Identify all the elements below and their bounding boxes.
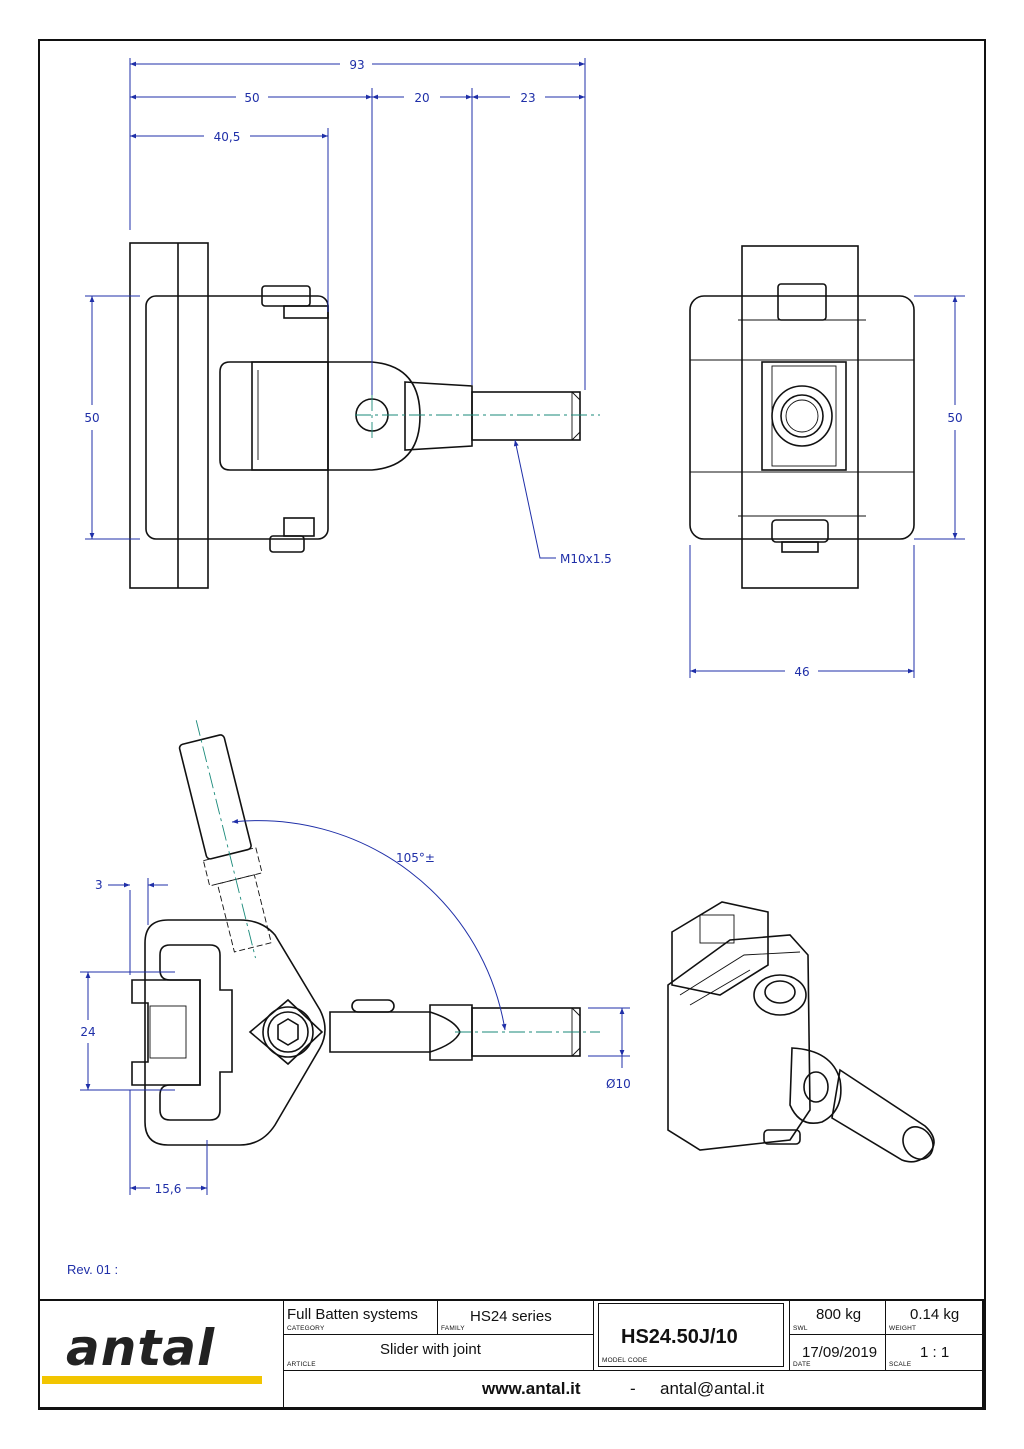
scale-value: 1 : 1 — [920, 1344, 950, 1361]
dimension-lines — [80, 58, 965, 1195]
title-block-border — [38, 1299, 984, 1409]
category-value: Full Batten systems — [287, 1306, 418, 1323]
dimension-labels: 93 50 20 23 40,5 50 50 46 M10x1.5 105°± … — [80, 58, 962, 1196]
date-caption: DATE — [793, 1361, 811, 1368]
model-code-box: HS24.50J/10 MODEL CODE — [598, 1303, 784, 1367]
model-code-caption: MODEL CODE — [602, 1357, 648, 1364]
dim-15-6: 15,6 — [155, 1182, 182, 1196]
title-block: antal Full Batten systems CATEGORY HS24 … — [38, 1299, 986, 1410]
weight-value: 0.14 kg — [910, 1306, 960, 1323]
isometric-view — [667, 901, 935, 1163]
dim-93: 93 — [349, 58, 364, 72]
scale-cell: 1 : 1 SCALE — [886, 1335, 984, 1371]
category-cell: Full Batten systems CATEGORY — [284, 1299, 438, 1335]
family-caption: FAMILY — [441, 1325, 465, 1332]
dim-thread: M10x1.5 — [560, 552, 612, 566]
logo-cell: antal — [38, 1299, 284, 1409]
model-code-value: HS24.50J/10 — [621, 1326, 738, 1348]
dim-dia10: Ø10 — [606, 1077, 631, 1091]
dim-3: 3 — [95, 878, 103, 892]
model-code-cell: HS24.50J/10 MODEL CODE — [594, 1299, 790, 1371]
article-value: Slider with joint — [380, 1341, 481, 1358]
dim-20: 20 — [414, 91, 429, 105]
swl-value: 800 kg — [816, 1306, 862, 1323]
side-view — [689, 245, 915, 589]
weight-cell: 0.14 kg WEIGHT — [886, 1299, 984, 1335]
contact-cell: www.antal.it - antal@antal.it — [284, 1371, 984, 1409]
dim-40-5: 40,5 — [214, 130, 241, 144]
family-value: HS24 series — [470, 1308, 552, 1325]
category-caption: CATEGORY — [287, 1325, 325, 1332]
contact-separator: - — [630, 1379, 636, 1398]
website-link[interactable]: www.antal.it — [482, 1379, 581, 1398]
dim-50-left: 50 — [84, 411, 99, 425]
antal-logo: antal — [66, 1319, 216, 1377]
logo-yellow-bar — [42, 1376, 262, 1384]
dim-50-top: 50 — [244, 91, 259, 105]
weight-caption: WEIGHT — [889, 1325, 917, 1332]
swl-caption: SWL — [793, 1325, 808, 1332]
dim-23: 23 — [520, 91, 535, 105]
top-view — [131, 720, 600, 1146]
scale-caption: SCALE — [889, 1361, 912, 1368]
date-cell: 17/09/2019 DATE — [790, 1335, 886, 1371]
family-cell: HS24 series FAMILY — [438, 1299, 594, 1335]
dim-angle: 105°± — [396, 851, 435, 865]
article-cell: Slider with joint ARTICLE — [284, 1335, 594, 1371]
front-view — [129, 242, 600, 589]
swl-cell: 800 kg SWL — [790, 1299, 886, 1335]
dim-50-right: 50 — [947, 411, 962, 425]
technical-drawing: 93 50 20 23 40,5 50 50 46 M10x1.5 105°± … — [80, 58, 965, 1196]
email-link[interactable]: antal@antal.it — [660, 1379, 765, 1398]
dim-24: 24 — [80, 1025, 95, 1039]
date-value: 17/09/2019 — [802, 1344, 878, 1361]
drawing-frame — [38, 39, 986, 1410]
dim-46: 46 — [794, 665, 809, 679]
article-caption: ARTICLE — [287, 1361, 316, 1368]
revision-note: Rev. 01 : — [67, 1262, 119, 1277]
